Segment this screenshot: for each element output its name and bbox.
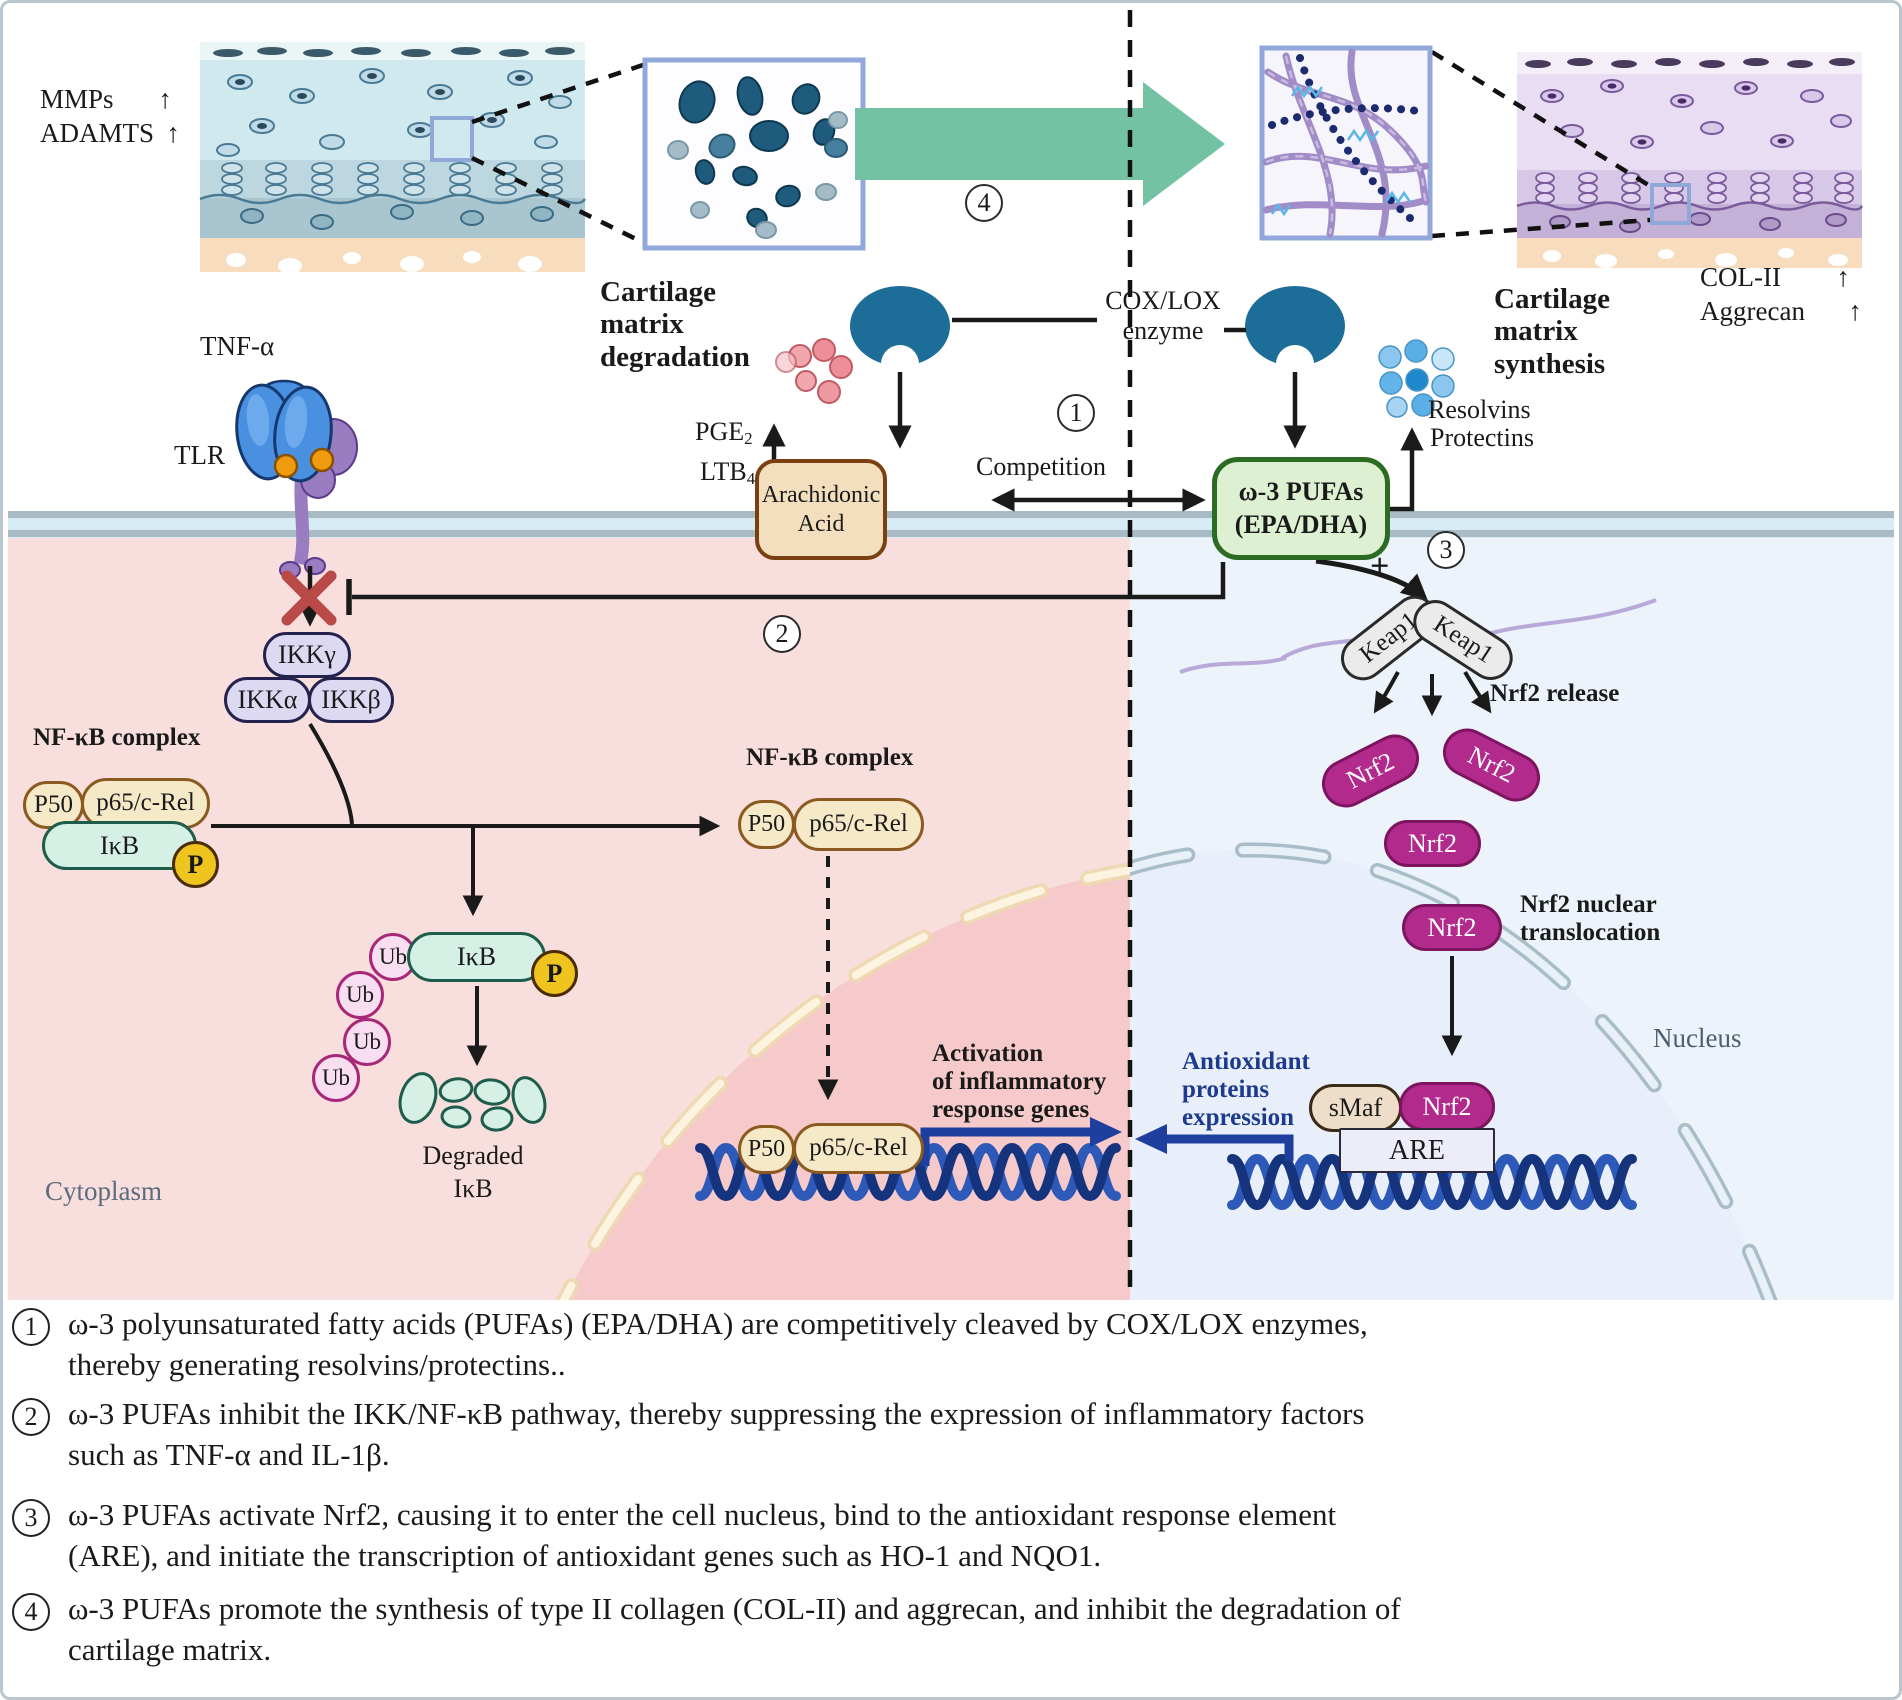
pge2-base: PGE: [695, 417, 745, 447]
inset-synthesized-matrix: [1259, 45, 1433, 241]
phospho-badge-1: P: [172, 841, 219, 888]
legend-text-4: ω-3 PUFAs promote the synthesis of type …: [68, 1591, 1401, 1668]
ikk-beta-pill: IKKβ: [308, 677, 394, 723]
ltb4-base: LTB: [700, 457, 747, 487]
adamts-label: ADAMTS: [40, 118, 155, 148]
nrf2-translocation-label: Nrf2 nuclear translocation: [1520, 891, 1661, 946]
nfkb-connectors: [211, 722, 721, 1067]
coxlox-enzyme-label: COX/LOX enzyme: [1105, 286, 1221, 345]
p50-pill-1: P50: [23, 781, 84, 829]
adamts-up-arrow-icon: ↑: [166, 118, 181, 148]
degradation-title: Cartilage matrix degradation: [600, 276, 750, 373]
nrf2-release-label: Nrf2 release: [1490, 680, 1620, 707]
coxlox-enzyme-right: [1245, 286, 1345, 383]
p50-pill-2: P50: [738, 800, 795, 849]
pge2-ltb4-dots: [775, 338, 853, 404]
blocked-x-icon: [281, 570, 337, 626]
cytoplasm-label: Cytoplasm: [45, 1176, 163, 1206]
col2-label: COL-II: [1700, 262, 1781, 292]
aggrecan-label-row: Aggrecan ↑: [1700, 296, 1862, 326]
ikk-alpha-pill: IKKα: [224, 677, 311, 723]
arachidonic-acid-box: Arachidonic Acid: [755, 459, 887, 560]
resolvins-dots: [1378, 339, 1455, 418]
nrf2-release-arrows: [1373, 670, 1492, 717]
enzyme-label-lines: [952, 317, 1246, 333]
ltb4-subscript: 4: [746, 469, 756, 489]
ub-circle-4: Ub: [312, 1054, 360, 1102]
inset-degraded-matrix: [642, 57, 866, 251]
inflammatory-transcription-arrow: [920, 1117, 1122, 1166]
legend-num-2: 2: [12, 1398, 50, 1436]
zoom-square-right: [1650, 183, 1691, 225]
legend-num-3: 3: [12, 1499, 50, 1537]
legend-item-3: 3 ω-3 PUFAs activate Nrf2, causing it to…: [12, 1494, 1898, 1576]
ub-circle-3: Ub: [343, 1018, 391, 1066]
legend-text-1: ω-3 polyunsaturated fatty acids (PUFAs) …: [68, 1306, 1368, 1383]
activation-genes-label: Activation of inflammatory response gene…: [932, 1040, 1107, 1123]
inhibition-line: [346, 562, 1226, 615]
adamts-label-row: ADAMTS ↑: [40, 118, 180, 148]
zoom-connector-lines: [471, 50, 1652, 247]
synthesis-title: Cartilage matrix synthesis: [1494, 283, 1610, 380]
mmps-label-row: MMPs ↑: [40, 84, 172, 114]
aggrecan-label: Aggrecan: [1700, 296, 1805, 326]
pge2-label: PGE2: [695, 388, 753, 449]
step-badge-1: 1: [1057, 394, 1095, 432]
legend-text-3: ω-3 PUFAs activate Nrf2, causing it to e…: [68, 1497, 1337, 1574]
cartilage-tissue-healthy: [1516, 52, 1864, 268]
ub-circle-2: Ub: [336, 971, 384, 1019]
nfkb-complex-label-2: NF-κB complex: [746, 744, 914, 771]
cartilage-tissue-degraded: [199, 42, 587, 274]
mmps-label: MMPs: [40, 84, 114, 114]
competition-label: Competition: [976, 452, 1106, 481]
are-box: ARE: [1339, 1128, 1495, 1173]
transition-arrow: [855, 82, 1225, 206]
legend-item-2: 2 ω-3 PUFAs inhibit the IKK/NF-κB pathwa…: [12, 1393, 1898, 1475]
legend-num-4: 4: [12, 1593, 50, 1631]
legend-text-2: ω-3 PUFAs inhibit the IKK/NF-κB pathway,…: [68, 1396, 1365, 1473]
omega3-to-keap1-arrow: [1315, 558, 1428, 601]
col2-label-row: COL-II ↑: [1700, 262, 1850, 292]
nrf2-pill-c: Nrf2: [1384, 820, 1481, 867]
p65-crel-pill-3: p65/c-Rel: [793, 1123, 924, 1174]
pge2-subscript: 2: [744, 429, 753, 449]
nfkb-complex-label-1: NF-κB complex: [33, 724, 201, 751]
step-badge-3: 3: [1427, 531, 1465, 569]
resolvins-label: Resolvins: [1428, 395, 1531, 424]
nucleus-label: Nucleus: [1653, 1023, 1742, 1053]
antioxidant-expression-label: Antioxidant proteins expression: [1182, 1048, 1310, 1131]
step-badge-4: 4: [965, 184, 1003, 222]
p50-pill-3: P50: [738, 1125, 795, 1174]
legend-item-1: 1 ω-3 polyunsaturated fatty acids (PUFAs…: [12, 1303, 1898, 1385]
cell-membrane: [8, 511, 1894, 538]
nrf2-pill-d: Nrf2: [1402, 904, 1502, 951]
ltb4-label: LTB4: [700, 428, 755, 489]
ikb-pill-2: IκB: [407, 932, 546, 982]
antioxidant-transcription-arrow: [1135, 1124, 1294, 1161]
col2-up-arrow-icon: ↑: [1836, 262, 1851, 292]
coxlox-enzyme-left: [850, 286, 950, 383]
legend-num-1: 1: [12, 1308, 50, 1346]
protectins-label: Protectins: [1430, 423, 1534, 452]
nrf2-pill-e: Nrf2: [1399, 1082, 1495, 1131]
legend-item-4: 4 ω-3 PUFAs promote the synthesis of typ…: [12, 1588, 1898, 1670]
tlr-receptor: [235, 379, 358, 579]
tnf-alpha-label: TNF-α: [200, 331, 275, 361]
phospho-badge-2: P: [531, 950, 578, 997]
degraded-ikb-fragments: [398, 1072, 547, 1132]
degraded-ikb-label: Degraded IκB: [422, 1141, 524, 1203]
tlr-label: TLR: [174, 440, 225, 470]
step-badge-2: 2: [763, 615, 801, 653]
smaf-pill: sMaf: [1309, 1084, 1402, 1132]
mmps-up-arrow-icon: ↑: [158, 84, 173, 114]
zoom-square-left: [430, 116, 474, 162]
aggrecan-up-arrow-icon: ↑: [1848, 296, 1863, 326]
ikk-gamma-pill: IKKγ: [263, 632, 351, 678]
omega3-pufas-box: ω-3 PUFAs (EPA/DHA): [1212, 457, 1390, 560]
p65-crel-pill-2: p65/c-Rel: [793, 798, 924, 851]
